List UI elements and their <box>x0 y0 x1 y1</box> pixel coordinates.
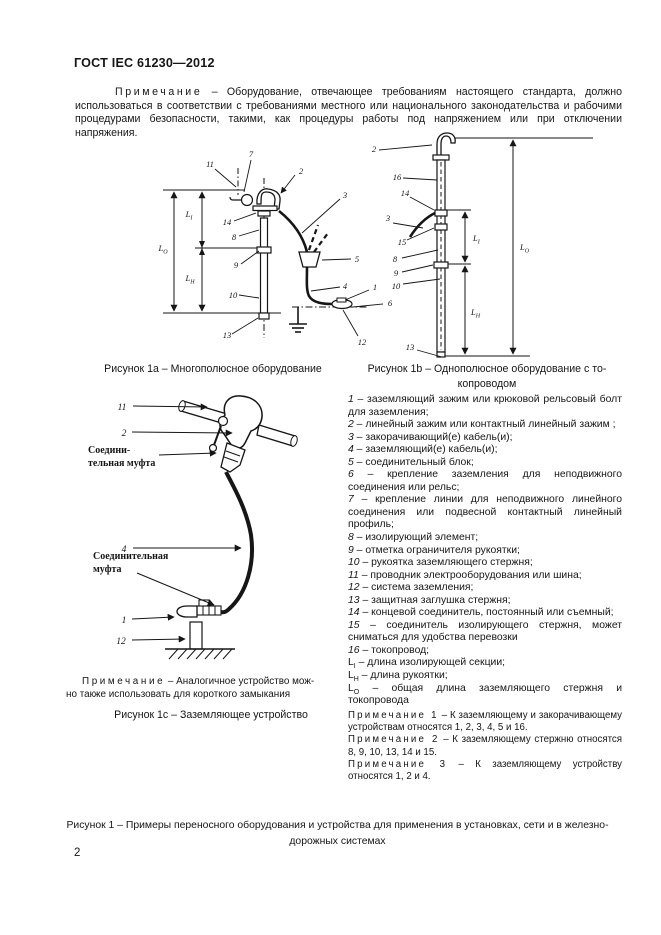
callout-10: 10 <box>392 281 401 291</box>
fig1c-leader-lines <box>131 403 242 643</box>
fig1b-equipment <box>408 132 456 358</box>
intro-note: Примечание – Оборудование, отвечающее тр… <box>75 86 622 140</box>
fig1c-coupling-labels: Соедини- тельная муфта Соединительная му… <box>88 445 169 575</box>
legend-item-1: 1 – заземляющий зажим или крюковой рельс… <box>348 394 622 418</box>
main-caption-line2: дорожных системах <box>289 835 386 847</box>
fig1b-dimension-lines <box>438 137 593 357</box>
callout-9: 9 <box>234 260 239 270</box>
legend-item-14: 14 – концевой соединитель, постоянный ил… <box>348 607 614 619</box>
legend-item-3: 3 – закорачивающий(е) кабель(и); <box>348 431 513 443</box>
callout-5: 5 <box>355 254 359 264</box>
figure-1a-drawing: 7 11 2 3 14 8 9 10 13 5 4 1 6 12 LO LI L… <box>157 149 393 347</box>
callout-13: 13 <box>406 342 415 352</box>
figure-1c-drawing: 11 2 4 1 12 Соедини- тельная муфта Соеди… <box>88 395 298 660</box>
legend-notes: Примечание 1 – К заземляющему и закорачи… <box>348 710 622 784</box>
coupling-label-2-line2: муфта <box>93 564 122 575</box>
dim-lh: LH <box>470 307 481 320</box>
callout-12: 12 <box>116 637 126 647</box>
dim-li: LI <box>472 233 481 246</box>
fig1c-equipment <box>165 395 298 660</box>
figure-1c-note-line2: но также использовать для короткого замы… <box>66 689 291 700</box>
page-number: 2 <box>74 847 81 859</box>
dim-li: LI <box>185 209 194 222</box>
callout-15: 15 <box>398 237 407 247</box>
legend-item-2: 2 – линейный зажим или контактный линейн… <box>348 419 616 431</box>
figure-1c-note-label: Примечание <box>82 676 166 687</box>
legend-item-10: 10 – рукоятка заземляющего стержня; <box>348 557 533 569</box>
legend-dim-li: LI – длина изолирующей секции; <box>348 657 506 671</box>
callout-1: 1 <box>373 282 377 292</box>
legend-note-3: Примечание 3 – К заземляющему устройству… <box>348 758 622 783</box>
callout-14: 14 <box>223 217 232 227</box>
fig1a-leader-lines <box>214 159 384 337</box>
fig1c-callout-labels: 11 2 4 1 12 <box>116 403 126 647</box>
dim-lo: LO <box>519 242 530 255</box>
callout-8: 8 <box>393 254 398 264</box>
legend-item-15: 15 – соединитель изолирующего стержня, м… <box>348 619 623 644</box>
intro-note-label: Примечание <box>115 86 203 98</box>
doc-code-header: ГОСТ IEC 61230—2012 <box>74 56 215 70</box>
coupling-label-2-line1: Соединительная <box>93 551 169 562</box>
callout-14: 14 <box>401 188 410 198</box>
fig1b-callout-labels: 2 16 14 3 15 8 9 10 13 <box>372 144 414 352</box>
callout-2: 2 <box>299 166 304 176</box>
legend-note-1: Примечание 1 – К заземляющему и закорачи… <box>348 709 622 733</box>
fig1a-equipment <box>229 168 367 338</box>
callout-10: 10 <box>229 290 238 300</box>
figure-1-main-caption: Рисунок 1 – Примеры переносного оборудов… <box>60 818 615 849</box>
legend-item-16: 16 – токопровод; <box>348 644 430 656</box>
callout-11: 11 <box>206 159 214 169</box>
legend-note-2: Примечание 2 – К заземляющему стержню от… <box>348 734 622 758</box>
callout-7: 7 <box>249 149 254 159</box>
figure-1b-drawing: 2 16 14 3 15 8 9 10 13 LI LH LO <box>372 132 593 358</box>
dim-lo: LO <box>157 243 168 256</box>
intro-note-text: – Оборудование, отвечающее требованиям н… <box>75 86 622 139</box>
callout-4: 4 <box>122 545 127 555</box>
figure-1c-caption: Рисунок 1с – Заземляющее устройство <box>114 709 308 721</box>
callout-2: 2 <box>372 144 377 154</box>
figure-1a-caption: Рисунок 1а – Многополюсное оборудование <box>104 363 322 375</box>
callout-9: 9 <box>394 268 399 278</box>
coupling-label-1-line1: Соедини- <box>88 445 130 456</box>
callout-8: 8 <box>232 232 237 242</box>
callout-4: 4 <box>343 281 348 291</box>
fig1b-dimension-labels: LI LH LO <box>470 233 530 320</box>
legend-item-4: 4 – заземляющий(е) кабель(и); <box>348 444 498 456</box>
callout-13: 13 <box>223 330 232 340</box>
figure-1b-caption-line2: копроводом <box>457 377 517 390</box>
coupling-label-1-line2: тельная муфта <box>88 458 155 469</box>
legend-item-13: 13 – защитная заглушка стержня; <box>348 594 511 606</box>
figure-1c-note-line1: Примечание – Аналогичное устройство мож- <box>82 676 315 687</box>
figure-1b-caption: Рисунок 1b – Однополюсное оборудование с… <box>352 362 622 391</box>
figure-1c-note: Примечание – Аналогичное устройство мож-… <box>66 675 348 701</box>
legend-item-11: 11 – проводник электрооборудования или ш… <box>348 569 582 581</box>
callout-16: 16 <box>393 172 402 182</box>
legend-item-9: 9 – отметка ограничителя рукоятки; <box>348 544 520 556</box>
callout-11: 11 <box>118 403 127 413</box>
callout-6: 6 <box>388 298 393 308</box>
legend-item-7: 7 – крепление линии для неподвижного лин… <box>348 494 622 531</box>
fig1a-mid-arrowheads <box>199 241 205 255</box>
legend-item-12: 12 – система заземления; <box>348 582 474 594</box>
fig1a-dimension-labels: LO LI LH <box>157 209 195 286</box>
fig1b-leader-lines <box>378 144 443 358</box>
callout-3: 3 <box>342 190 347 200</box>
legend: 1 – заземляющий зажим или крюковой рельс… <box>348 394 622 783</box>
callout-1: 1 <box>122 616 127 626</box>
callout-3: 3 <box>385 213 390 223</box>
figure-1b-caption-line1: Рисунок 1b – Однополюсное оборудование с… <box>367 363 607 375</box>
legend-dim-lo: LO – общая длина заземляющего стержня и … <box>348 682 622 707</box>
fig1a-callout-labels: 7 11 2 3 14 8 9 10 13 5 4 1 6 12 <box>206 149 393 347</box>
main-caption-line1: Рисунок 1 – Примеры переносного оборудов… <box>66 820 609 831</box>
callout-2: 2 <box>122 429 127 439</box>
legend-item-5: 5 – соединительный блок; <box>348 456 474 468</box>
callout-12: 12 <box>358 337 367 347</box>
legend-item-8: 8 – изолирующий элемент; <box>348 532 479 544</box>
legend-item-6: 6 – крепление заземления для неподвижног… <box>348 469 622 493</box>
dim-lh: LH <box>184 273 195 286</box>
legend-dim-lh: LH – длина рукоятки; <box>348 670 448 684</box>
